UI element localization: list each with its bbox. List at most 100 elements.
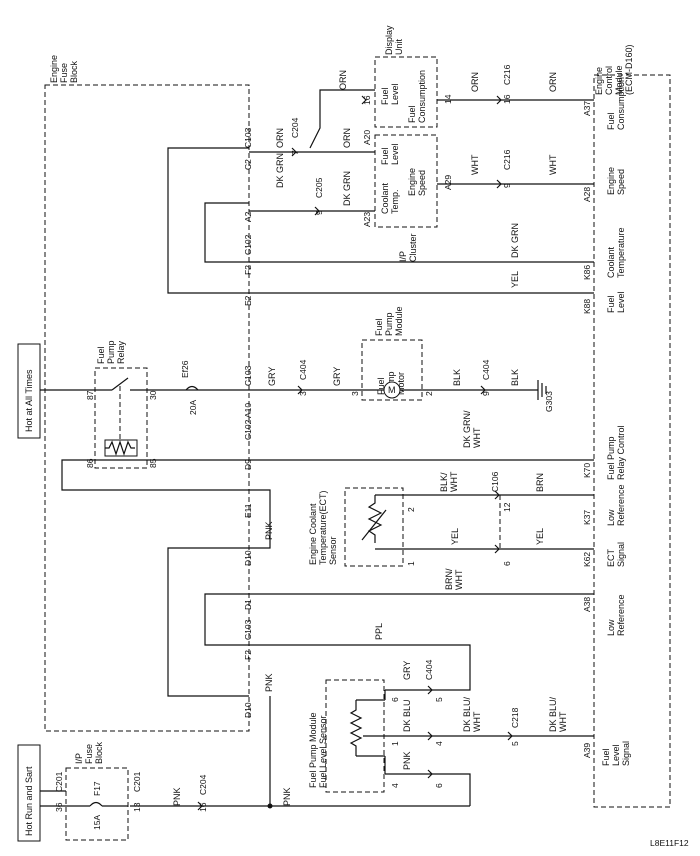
svg-text:DK BLU/WHT: DK BLU/WHT <box>548 696 568 732</box>
svg-text:GRY: GRY <box>267 367 277 386</box>
svg-text:2: 2 <box>424 391 434 396</box>
svg-text:WHT: WHT <box>470 154 480 175</box>
svg-text:EngineSpeed: EngineSpeed <box>407 168 427 196</box>
svg-text:F17: F17 <box>92 781 102 796</box>
svg-text:DK GRN/WHT: DK GRN/WHT <box>462 410 482 448</box>
svg-text:ORN: ORN <box>548 72 558 92</box>
svg-text:3: 3 <box>298 391 308 396</box>
svg-text:16: 16 <box>362 95 372 105</box>
diagram-id: L8E11F12 <box>650 838 689 848</box>
svg-text:12: 12 <box>502 502 512 512</box>
svg-text:C216: C216 <box>502 64 512 85</box>
svg-text:C2: C2 <box>243 159 253 170</box>
svg-text:FuelLevel: FuelLevel <box>606 291 626 313</box>
svg-text:Engine CoolantTemperature(ECT): Engine CoolantTemperature(ECT)Sensor <box>308 490 338 565</box>
svg-text:C201: C201 <box>54 771 64 792</box>
svg-text:PPL: PPL <box>374 623 384 640</box>
svg-text:A20: A20 <box>362 130 372 145</box>
svg-text:86: 86 <box>85 458 95 468</box>
svg-text:6: 6 <box>502 561 512 566</box>
ip-fuse-block-outline <box>65 767 129 841</box>
svg-text:4: 4 <box>390 783 400 788</box>
hot-at-all-times-label: Hot at All Times <box>24 369 34 432</box>
svg-text:LowReference: LowReference <box>606 594 626 636</box>
svg-text:YEL: YEL <box>535 528 545 545</box>
svg-text:FuelLevel: FuelLevel <box>380 143 400 165</box>
hot-run-start-label: Hot Run and Sart <box>24 766 34 836</box>
svg-text:D10: D10 <box>243 550 253 566</box>
ecm-label: Engine Control Module (ECM-D160) <box>594 44 634 95</box>
svg-text:6: 6 <box>390 697 400 702</box>
svg-text:YEL: YEL <box>510 271 520 288</box>
ip-cluster-outline <box>374 134 438 228</box>
svg-text:C205: C205 <box>314 177 324 198</box>
fuse-ef26-label: Ef26 <box>180 360 190 378</box>
svg-text:9: 9 <box>481 391 491 396</box>
fuse-f17-icon <box>89 801 103 807</box>
svg-text:16: 16 <box>198 802 208 812</box>
svg-text:A2: A2 <box>243 211 253 222</box>
fuel-level-sensor: Fuel Pump ModuleFuel Level Sensor 6 GRY … <box>308 659 594 806</box>
svg-text:30: 30 <box>148 390 158 400</box>
svg-text:C106: C106 <box>490 471 500 492</box>
svg-text:C216: C216 <box>502 149 512 170</box>
svg-text:BRN/WHT: BRN/WHT <box>444 568 464 590</box>
svg-text:BLK: BLK <box>510 369 520 386</box>
fuel-pump-relay: FuelPumpRelay 87 86 85 30 <box>85 340 158 469</box>
svg-text:M: M <box>388 385 396 395</box>
fuel-pump-motor: FuelPumpModule FuelPumpMotor M G303 GRY … <box>249 306 554 412</box>
hot-run-start-bus: Hot Run and Sart <box>17 744 66 842</box>
svg-text:A37: A37 <box>582 101 592 116</box>
display-unit-label: DisplayUnit <box>384 25 404 55</box>
svg-text:C103: C103 <box>243 365 253 386</box>
svg-text:F2: F2 <box>243 650 253 660</box>
svg-text:13: 13 <box>132 802 142 812</box>
ground-label: G303 <box>544 391 554 412</box>
svg-text:FuelPumpRelay: FuelPumpRelay <box>96 340 126 364</box>
svg-text:K86: K86 <box>582 265 592 280</box>
svg-text:F2: F2 <box>243 265 253 275</box>
svg-text:15A: 15A <box>92 815 102 830</box>
svg-text:PNK: PNK <box>264 521 274 540</box>
svg-text:YEL: YEL <box>450 528 460 545</box>
svg-text:ORN: ORN <box>338 70 348 90</box>
svg-text:A23: A23 <box>362 212 372 227</box>
ect-sensor-outline <box>344 487 404 567</box>
ecm-pin-labels: FuelConsumption EngineSpeed CoolantTempe… <box>601 77 631 766</box>
svg-text:BLK/WHT: BLK/WHT <box>439 471 459 492</box>
svg-text:C404: C404 <box>424 659 434 680</box>
ip-cluster-label: I/PCluster <box>398 233 418 262</box>
svg-text:FuelPumpModule: FuelPumpModule <box>374 306 404 336</box>
svg-text:DK BLU/WHT: DK BLU/WHT <box>462 696 482 732</box>
svg-text:K62: K62 <box>582 552 592 567</box>
svg-text:ORN: ORN <box>275 128 285 148</box>
svg-text:LowReference: LowReference <box>606 484 626 526</box>
svg-text:GRY: GRY <box>402 661 412 680</box>
display-unit-outline <box>374 56 438 128</box>
svg-text:1: 1 <box>390 741 400 746</box>
svg-text:A38: A38 <box>582 597 592 612</box>
svg-text:C404: C404 <box>298 359 308 380</box>
connectors-top: C103 C2 ORN DK GRN 7 C204 ORN ORN DK GRN… <box>243 64 592 314</box>
svg-text:D10: D10 <box>243 702 253 718</box>
svg-text:C404: C404 <box>481 359 491 380</box>
svg-text:5: 5 <box>434 697 444 702</box>
svg-text:2: 2 <box>406 507 416 512</box>
svg-text:K70: K70 <box>582 463 592 478</box>
svg-text:A10: A10 <box>243 403 253 418</box>
svg-text:C218: C218 <box>510 707 520 728</box>
svg-text:BRN: BRN <box>535 473 545 492</box>
svg-text:ECTSignal: ECTSignal <box>606 542 626 567</box>
svg-text:C102: C102 <box>243 419 253 440</box>
svg-text:WHT: WHT <box>548 154 558 175</box>
svg-text:C204: C204 <box>198 774 208 795</box>
svg-text:GRY: GRY <box>332 367 342 386</box>
svg-text:1: 1 <box>406 561 416 566</box>
svg-text:K37: K37 <box>582 510 592 525</box>
ect-sensor: Engine CoolantTemperature(ECT)Sensor 2 1… <box>308 471 594 567</box>
svg-text:A28: A28 <box>582 187 592 202</box>
fuse-ef26-rating: 20A <box>188 400 198 415</box>
svg-text:DK GRN: DK GRN <box>342 171 352 206</box>
svg-text:FuelLevelSignal: FuelLevelSignal <box>601 741 631 766</box>
